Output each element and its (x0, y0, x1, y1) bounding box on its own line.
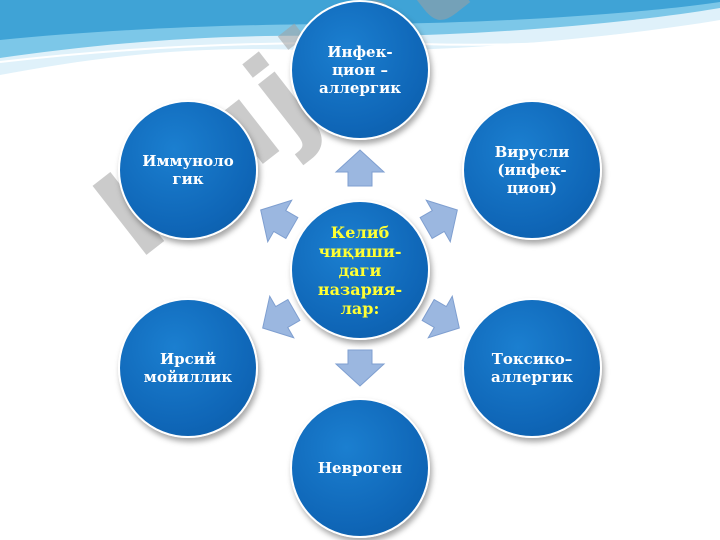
arrow-upper-left (260, 199, 299, 244)
arrow-lower-left (262, 294, 301, 339)
arrow-down (334, 349, 386, 387)
arrow-upper-right (419, 199, 458, 244)
node-viral: Вирусли (инфек- цион) (462, 100, 602, 240)
arrow-lower-right (421, 294, 460, 339)
node-immunological: Иммуноло гик (118, 100, 258, 240)
node-infection-allergic: Инфек- цион – аллергик (290, 0, 430, 140)
center-node-origin-theories: Келиб чиқиши- даги назария- лар: (290, 200, 430, 340)
node-neurogenic: Невроген (290, 398, 430, 538)
node-hereditary: Ирсий мойиллик (118, 298, 258, 438)
node-toxic-allergic: Токсико– аллергик (462, 298, 602, 438)
arrow-up (334, 149, 386, 187)
